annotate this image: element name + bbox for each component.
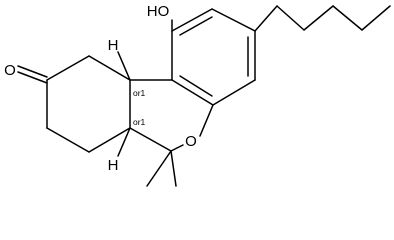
- ring-bond: [170, 144, 184, 152]
- ring-bond: [88, 127, 131, 153]
- ring-bond: [88, 55, 131, 81]
- ring-oxygen-label: O: [185, 133, 197, 150]
- ring-bond: [129, 127, 172, 152]
- pentyl-bond: [361, 5, 391, 31]
- ring-bond: [46, 127, 90, 153]
- ketone-double-bond: [17, 65, 48, 78]
- hydrogen-top-label: H: [108, 37, 119, 54]
- stereo-label-top: or1: [133, 88, 146, 98]
- bond: [212, 79, 256, 106]
- chemical-structure: HO O O H H or1 or1: [4, 3, 391, 187]
- bond: [211, 8, 256, 32]
- stereo-bond-bottom: [117, 127, 131, 157]
- hydroxyl-label: HO: [147, 3, 170, 20]
- bond: [171, 79, 214, 106]
- ring-bond: [46, 55, 90, 81]
- aromatic-inner-bond: [179, 75, 213, 97]
- pentyl-bond: [254, 5, 278, 32]
- stereo-bond-top: [117, 51, 131, 81]
- pentyl-bond: [303, 5, 334, 31]
- pentyl-bond: [276, 5, 305, 31]
- ketone-oxygen-label: O: [4, 62, 16, 79]
- ketone-double-bond: [17, 71, 48, 84]
- aromatic-inner-bond: [179, 16, 213, 36]
- hydrogen-bottom-label: H: [108, 157, 119, 174]
- methyl-bond: [170, 150, 177, 187]
- methyl-bond: [146, 150, 172, 187]
- stereo-label-bottom: or1: [133, 117, 146, 127]
- ring-bond: [199, 104, 214, 137]
- pentyl-bond: [332, 5, 363, 31]
- structure-canvas: HO O O H H or1 or1: [4, 3, 391, 187]
- bond: [171, 8, 213, 32]
